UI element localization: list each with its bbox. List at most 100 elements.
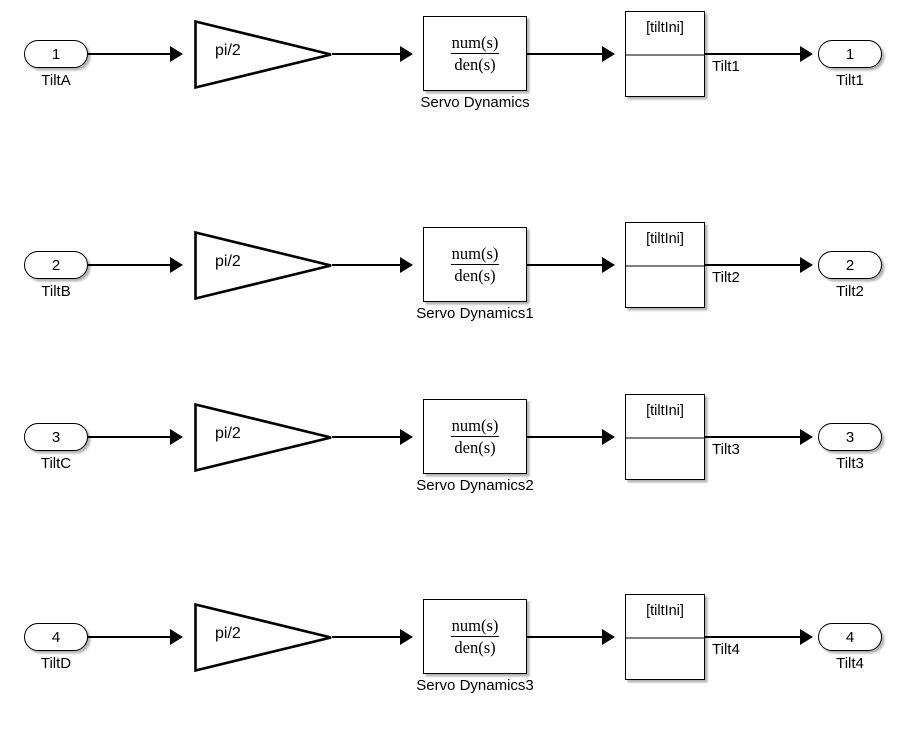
outport-number: 1: [845, 45, 855, 63]
signal-passthrough-line: [626, 54, 704, 56]
outport-block[interactable]: 4: [818, 623, 882, 651]
transfer-numerator: num(s): [451, 32, 499, 52]
signal-name-label: Tilt3: [712, 441, 740, 458]
fraction-bar: [450, 53, 500, 54]
gain-value-label: pi/2: [215, 425, 241, 442]
signal-name-label: Tilt1: [712, 58, 740, 75]
wire-gain-to-transfer: [332, 53, 400, 55]
inport-number: 3: [51, 428, 61, 446]
transfer-function-label: Servo Dynamics: [420, 94, 530, 111]
outport-label: Tilt2: [836, 283, 864, 300]
arrowhead-ic-input: [602, 46, 615, 62]
initial-condition-block[interactable]: [tiltIni]: [625, 394, 705, 480]
transfer-function-block[interactable]: num(s) den(s): [423, 227, 527, 302]
transfer-function-block[interactable]: num(s) den(s): [423, 16, 527, 91]
wire-gain-to-transfer: [332, 636, 400, 638]
arrowhead-outport-input: [800, 257, 813, 273]
outport-label: Tilt1: [836, 72, 864, 89]
wire-transfer-to-ic: [527, 636, 602, 638]
transfer-function-label: Servo Dynamics2: [416, 477, 534, 494]
wire-transfer-to-ic: [527, 436, 602, 438]
wire-gain-to-transfer: [332, 436, 400, 438]
wire-gain-to-transfer: [332, 264, 400, 266]
inport-number: 1: [51, 45, 61, 63]
wire-ic-to-outport: [705, 264, 800, 266]
arrowhead-ic-input: [602, 429, 615, 445]
transfer-numerator: num(s): [451, 615, 499, 635]
arrowhead-gain-input: [170, 46, 183, 62]
wire-transfer-to-ic: [527, 53, 602, 55]
fraction-bar: [450, 436, 500, 437]
arrowhead-outport-input: [800, 629, 813, 645]
arrowhead-transfer-input: [400, 629, 413, 645]
transfer-function-label: Servo Dynamics1: [416, 305, 534, 322]
inport-label: TiltA: [41, 72, 71, 89]
inport-block[interactable]: 3: [24, 423, 88, 451]
gain-block[interactable]: pi/2: [193, 19, 334, 90]
outport-number: 3: [845, 428, 855, 446]
outport-label: Tilt4: [836, 655, 864, 672]
inport-block[interactable]: 1: [24, 40, 88, 68]
inport-number: 4: [51, 628, 61, 646]
inport-block[interactable]: 4: [24, 623, 88, 651]
signal-passthrough-line: [626, 637, 704, 639]
arrowhead-ic-input: [602, 257, 615, 273]
initial-condition-label: [tiltIni]: [646, 20, 684, 36]
fraction-bar: [450, 264, 500, 265]
fraction-bar: [450, 636, 500, 637]
arrowhead-transfer-input: [400, 46, 413, 62]
gain-block[interactable]: pi/2: [193, 230, 334, 301]
outport-block[interactable]: 2: [818, 251, 882, 279]
wire-inport-to-gain: [88, 636, 170, 638]
gain-block[interactable]: pi/2: [193, 402, 334, 473]
wire-ic-to-outport: [705, 636, 800, 638]
outport-block[interactable]: 3: [818, 423, 882, 451]
initial-condition-block[interactable]: [tiltIni]: [625, 222, 705, 308]
arrowhead-transfer-input: [400, 429, 413, 445]
transfer-numerator: num(s): [451, 415, 499, 435]
signal-name-label: Tilt2: [712, 269, 740, 286]
arrowhead-gain-input: [170, 629, 183, 645]
wire-ic-to-outport: [705, 436, 800, 438]
gain-value-label: pi/2: [215, 625, 241, 642]
transfer-function-label: Servo Dynamics3: [416, 677, 534, 694]
initial-condition-label: [tiltIni]: [646, 603, 684, 619]
transfer-function-block[interactable]: num(s) den(s): [423, 399, 527, 474]
gain-value-label: pi/2: [215, 42, 241, 59]
transfer-function-block[interactable]: num(s) den(s): [423, 599, 527, 674]
wire-ic-to-outport: [705, 53, 800, 55]
inport-block[interactable]: 2: [24, 251, 88, 279]
transfer-denominator: den(s): [454, 266, 496, 285]
arrowhead-ic-input: [602, 629, 615, 645]
transfer-denominator: den(s): [454, 55, 496, 74]
transfer-numerator: num(s): [451, 243, 499, 263]
outport-number: 2: [845, 256, 855, 274]
wire-inport-to-gain: [88, 53, 170, 55]
initial-condition-block[interactable]: [tiltIni]: [625, 11, 705, 97]
inport-label: TiltD: [40, 655, 72, 672]
arrowhead-transfer-input: [400, 257, 413, 273]
signal-name-label: Tilt4: [712, 641, 740, 658]
arrowhead-gain-input: [170, 429, 183, 445]
outport-number: 4: [845, 628, 855, 646]
outport-block[interactable]: 1: [818, 40, 882, 68]
arrowhead-gain-input: [170, 257, 183, 273]
initial-condition-label: [tiltIni]: [646, 403, 684, 419]
gain-block[interactable]: pi/2: [193, 602, 334, 673]
wire-inport-to-gain: [88, 436, 170, 438]
initial-condition-block[interactable]: [tiltIni]: [625, 594, 705, 680]
transfer-denominator: den(s): [454, 638, 496, 657]
wire-transfer-to-ic: [527, 264, 602, 266]
wire-inport-to-gain: [88, 264, 170, 266]
gain-value-label: pi/2: [215, 253, 241, 270]
initial-condition-label: [tiltIni]: [646, 231, 684, 247]
outport-label: Tilt3: [836, 455, 864, 472]
signal-passthrough-line: [626, 437, 704, 439]
transfer-denominator: den(s): [454, 438, 496, 457]
arrowhead-outport-input: [800, 429, 813, 445]
